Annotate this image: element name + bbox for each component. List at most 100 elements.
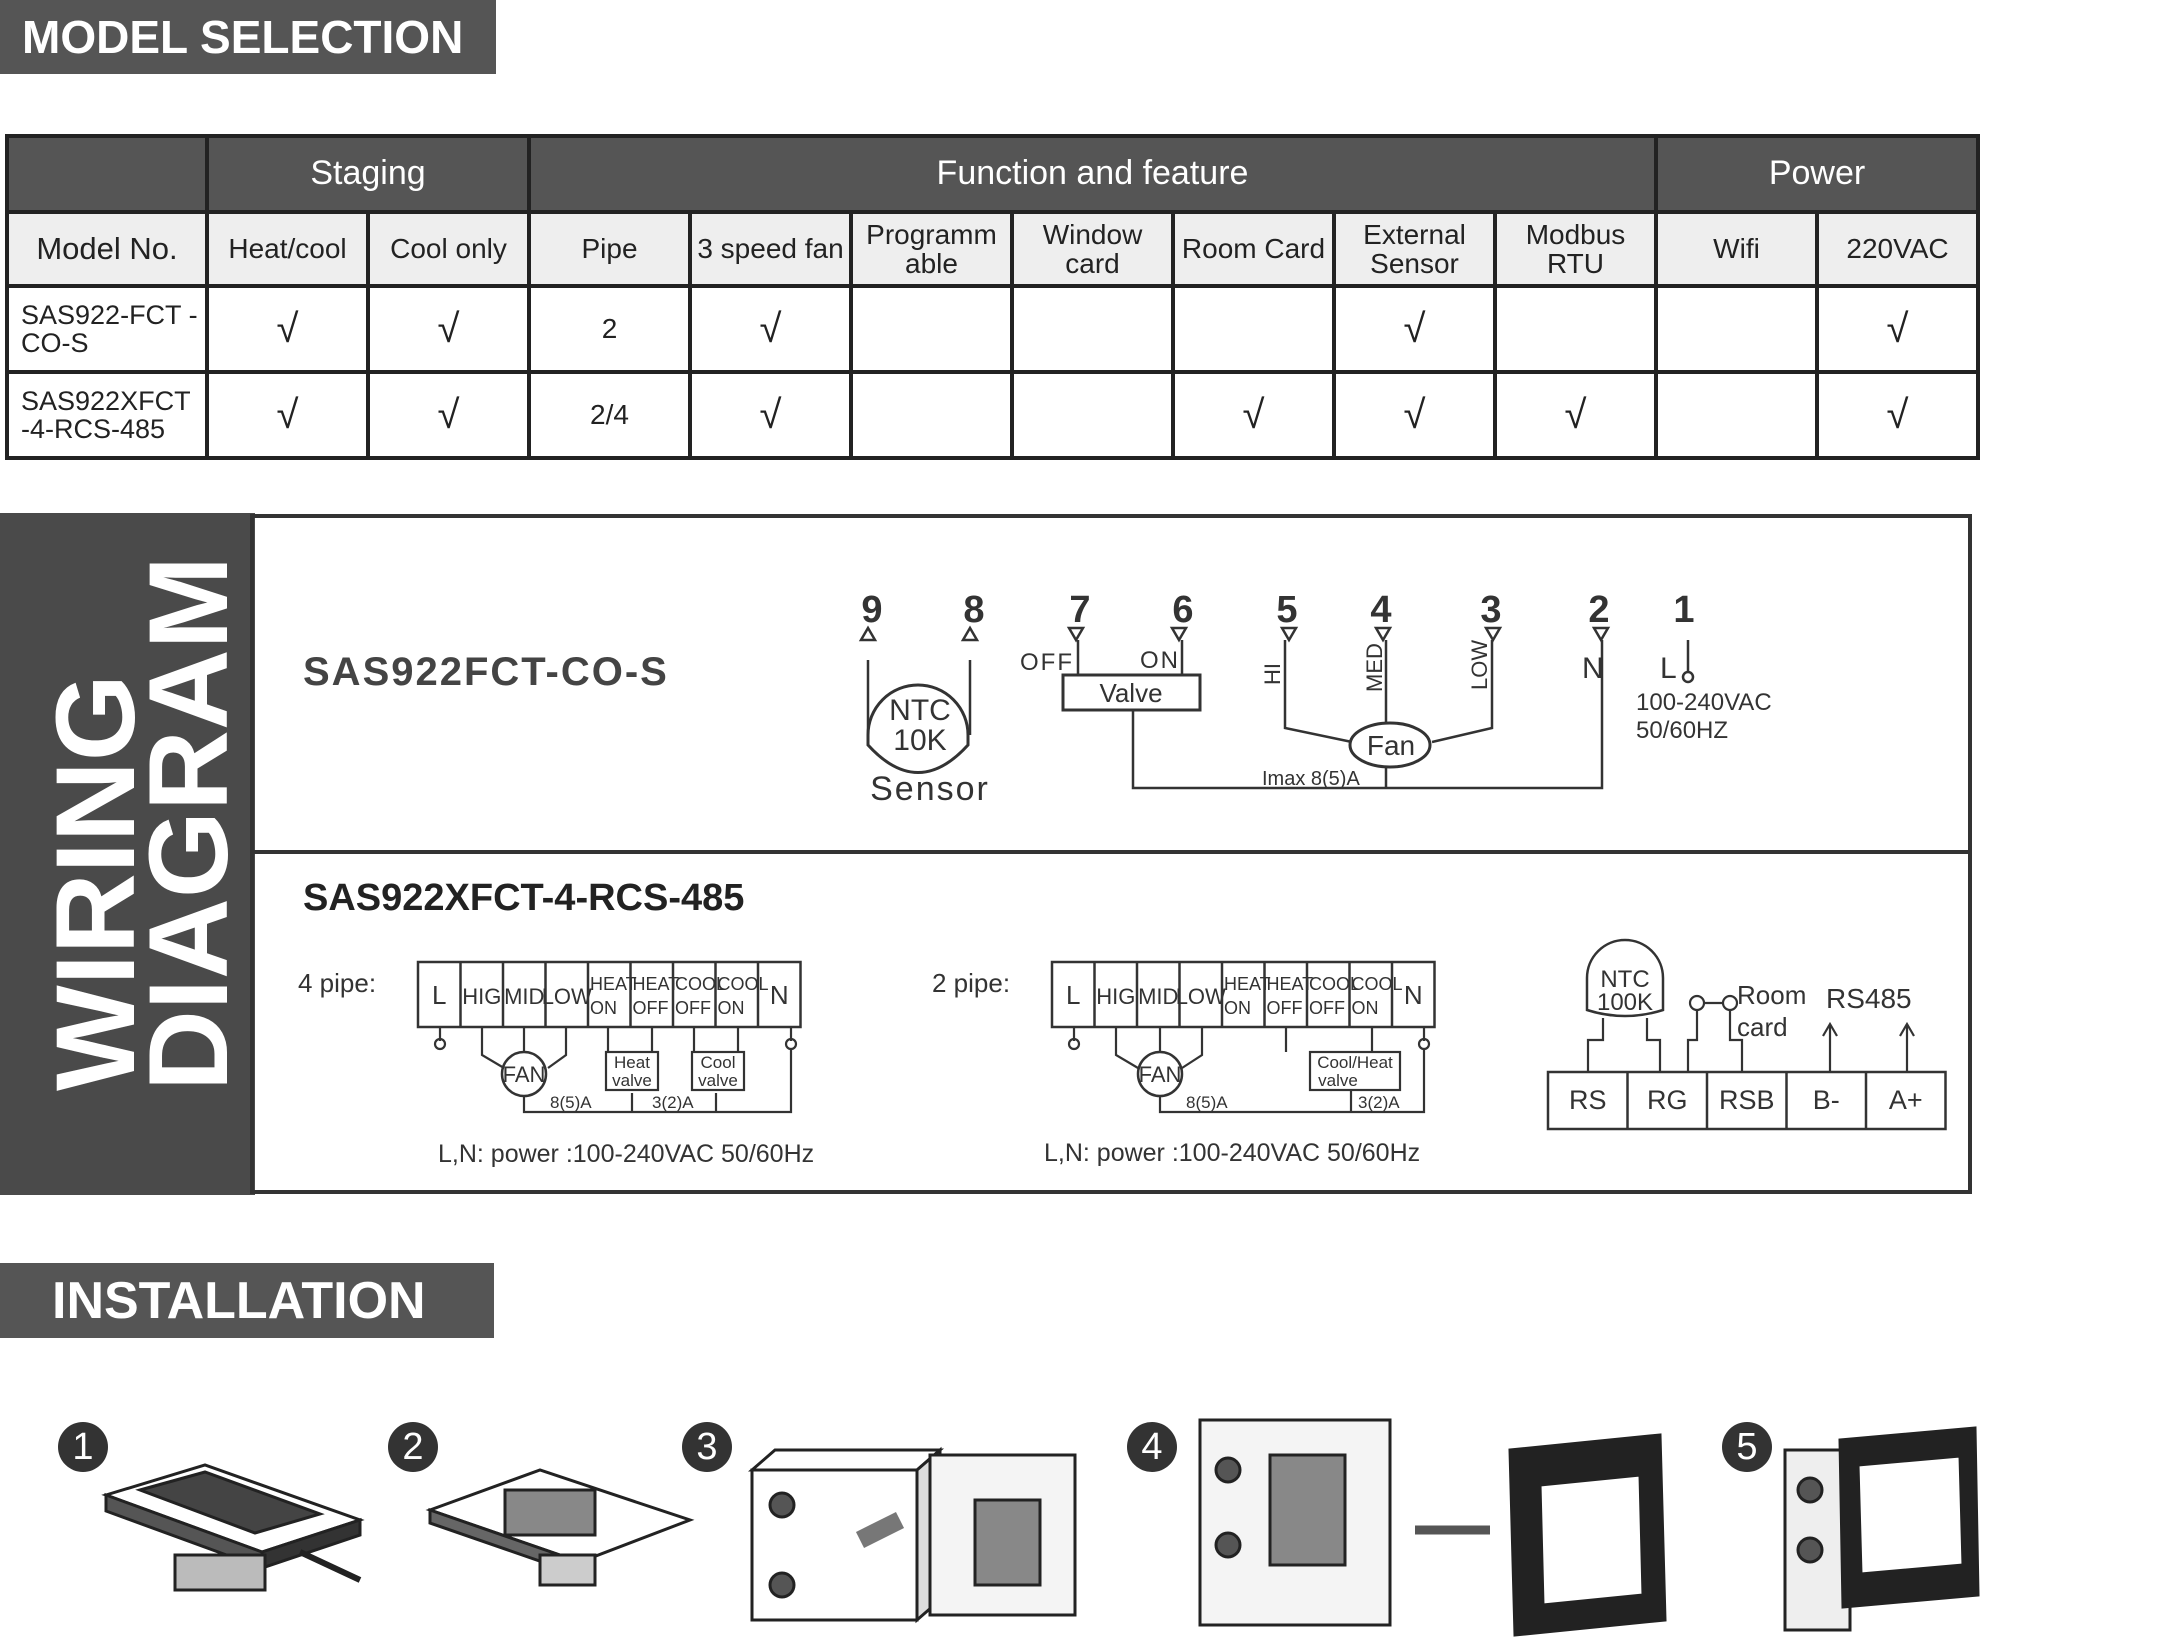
ntc-sensor-shape	[866, 683, 970, 774]
step3-junction-box-illustration	[747, 1446, 1077, 1624]
group-function: Function and feature	[527, 134, 1658, 214]
cool-valve-label-2: valve	[698, 1071, 738, 1090]
terminal-arrow	[1279, 626, 1299, 643]
terminal-arrow	[1169, 626, 1189, 643]
model-cell: SAS922-FCT -CO-S	[5, 284, 209, 374]
header-model-no: Model No.	[5, 210, 209, 288]
cell-programmable	[849, 284, 1014, 374]
heat-valve-box	[604, 1050, 660, 1092]
four-pipe-n-terminal	[784, 1037, 798, 1051]
cell-pipe: 2	[527, 284, 692, 374]
cell-wifi	[1654, 370, 1819, 460]
terminal-number: 6	[1172, 589, 1193, 631]
terminal-number: 5	[1276, 589, 1297, 631]
table-header-row: Model No. Heat/cool Cool only Pipe 3 spe…	[5, 210, 1980, 288]
step4-mounting-illustration	[1198, 1418, 1667, 1637]
cell-programmable	[849, 370, 1014, 460]
terminal-arrow	[1066, 626, 1086, 643]
cell-heat-cool: √	[205, 370, 370, 460]
ntc-label-1: NTC	[889, 694, 951, 727]
room-card-contact-1	[1688, 994, 1706, 1012]
cool-valve-label-1: Cool	[701, 1053, 736, 1072]
terminal-number: 9	[861, 589, 882, 631]
ntc100k-label-1: NTC	[1600, 966, 1649, 993]
four-pipe-l-terminal	[433, 1037, 447, 1051]
cell-modbus-rtu	[1493, 284, 1658, 374]
installation-title: INSTALLATION	[0, 1263, 494, 1338]
two-pipe-l-terminal	[1067, 1037, 1081, 1051]
terminal-number: 3	[1480, 589, 1501, 631]
terminal-label: HIG	[1096, 984, 1135, 1009]
four-pipe-fan-label: FAN	[503, 1062, 546, 1087]
ntc-label-2: 10K	[893, 724, 946, 757]
bus-terminal-label: A+	[1889, 1085, 1923, 1115]
terminal-label: ON	[718, 998, 745, 1018]
header-wifi: Wifi	[1654, 210, 1819, 288]
install-step-2-badge: 2	[388, 1422, 438, 1472]
two-pipe-power-note: L,N: power :100-240VAC 50/60Hz	[1044, 1139, 1420, 1167]
terminal-block-frame	[416, 960, 802, 1029]
cell-3-speed-fan: √	[688, 284, 853, 374]
bus-terminal-label: RG	[1647, 1085, 1688, 1115]
table-row: SAS922XFCT -4-RCS-485√√2/4√√√√√	[5, 370, 1980, 460]
model2-title: SAS922XFCT-4-RCS-485	[303, 877, 744, 919]
cell-heat-cool: √	[205, 284, 370, 374]
header-cool-only: Cool only	[366, 210, 531, 288]
l-terminal	[1681, 670, 1695, 684]
terminal-label: HEAT	[1224, 974, 1271, 994]
two-pipe-n-terminal	[1417, 1037, 1431, 1051]
table-row: SAS922-FCT -CO-S√√2√√√	[5, 284, 1980, 374]
cell-external-sensor: √	[1332, 370, 1497, 460]
cell-window-card	[1010, 370, 1175, 460]
terminal-number: 4	[1370, 589, 1391, 631]
cool-valve-box	[690, 1050, 746, 1092]
terminal-number: 2	[1588, 589, 1609, 631]
terminal-label: MID	[504, 984, 544, 1009]
terminal-label: L	[432, 980, 446, 1010]
model-cell: SAS922XFCT -4-RCS-485	[5, 370, 209, 460]
terminal-label: HEAT	[1267, 974, 1314, 994]
terminal-number: 1	[1673, 589, 1694, 631]
header-external-sensor: External Sensor	[1332, 210, 1497, 288]
terminal-number: 8	[963, 589, 984, 631]
ntc100k-shape	[1585, 938, 1665, 1018]
step2-backplate-illustration	[425, 1468, 695, 1587]
terminal-label: HEAT	[590, 974, 637, 994]
valve-off-label: OFF	[1020, 649, 1074, 676]
terminal-arrow	[1483, 626, 1503, 643]
four-pipe-label: 4 pipe:	[298, 968, 376, 998]
terminal-label: ON	[1352, 998, 1379, 1018]
rs485-label: RS485	[1826, 983, 1912, 1014]
heat-valve-label-1: Heat	[614, 1053, 650, 1072]
coolheat-valve-label-1: Cool/Heat	[1317, 1053, 1393, 1072]
group-staging: Staging	[205, 134, 531, 214]
terminal-arrow	[960, 625, 980, 642]
install-step-3-badge: 3	[682, 1422, 732, 1472]
coolheat-valve-box	[1308, 1050, 1402, 1092]
l-label: L	[1660, 652, 1677, 685]
model1-power-2: 50/60HZ	[1636, 717, 1728, 744]
fan-label: Fan	[1367, 730, 1415, 761]
two-pipe-amp-1: 8(5)A	[1186, 1093, 1228, 1112]
low-label: LOW	[1467, 640, 1492, 690]
cell-modbus-rtu: √	[1493, 370, 1658, 460]
room-card-label-2: card	[1737, 1012, 1788, 1042]
terminal-label: N	[770, 980, 789, 1010]
install-step-4-badge: 4	[1127, 1422, 1177, 1472]
n-label: N	[1582, 652, 1604, 685]
installation-illustrations	[101, 1418, 1980, 1637]
terminal-arrow	[858, 625, 878, 642]
step1-thermostat-illustration	[101, 1463, 365, 1592]
valve-on-label: ON	[1140, 647, 1180, 674]
ntc100k-label-2: 100K	[1597, 989, 1653, 1016]
terminal-block-frame	[1050, 960, 1436, 1029]
two-pipe-amp-2: 3(2)A	[1358, 1093, 1400, 1112]
header-220vac: 220VAC	[1815, 210, 1980, 288]
four-pipe-amp-1: 8(5)A	[550, 1093, 592, 1112]
terminal-label: COOL	[718, 974, 769, 994]
terminal-label: ON	[590, 998, 617, 1018]
terminal-label: LOW	[1176, 984, 1226, 1009]
four-pipe-amp-2: 3(2)A	[652, 1093, 694, 1112]
header-pipe: Pipe	[527, 210, 692, 288]
